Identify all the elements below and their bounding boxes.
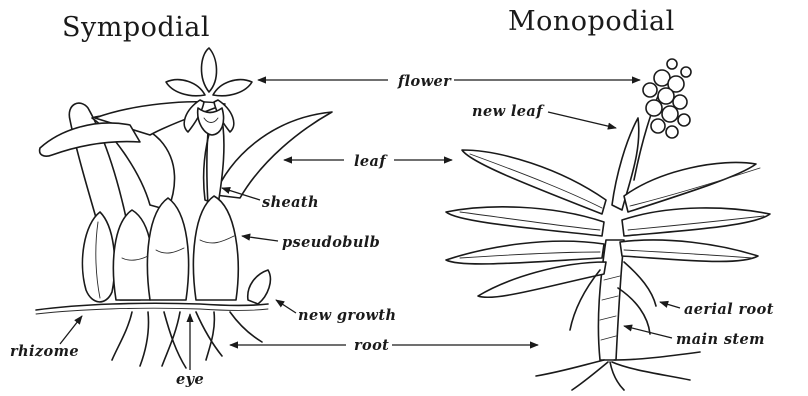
arrow-aerial-root [660,302,680,308]
monopodial-flower-cluster [643,59,691,138]
monopodial-title: Monopodial [508,6,675,37]
label-sheath: sheath [262,194,319,211]
arrow-main-stem [624,326,672,338]
monopodial-leaf-l4 [478,262,606,297]
monopodial-leaf-r1 [624,162,756,212]
monopodial-leaf-r2 [622,208,770,236]
monopodial-leaf-l2 [446,207,604,236]
sympodial-pseudobulb-4 [193,196,238,300]
label-new-growth: new growth [298,307,396,324]
label-new-leaf: new leaf [472,103,545,120]
sympodial-rhizome [36,303,268,310]
sympodial-title: Sympodial [62,12,210,43]
monopodial-leaf-l1 [462,150,606,214]
label-rhizome: rhizome [10,343,79,360]
sympodial-new-growth [248,270,271,304]
label-leaf: leaf [354,153,388,170]
arrow-rhizome [60,316,82,344]
monopodial-roots [536,352,700,390]
arrow-new-leaf [548,112,616,128]
label-main-stem: main stem [676,331,765,348]
label-pseudobulb: pseudobulb [282,234,380,251]
sympodial-roots [112,312,262,368]
label-root: root [354,337,389,354]
arrow-new-growth [276,300,296,313]
label-aerial-root: aerial root [684,301,774,318]
label-eye: eye [176,371,204,388]
label-flower: flower [397,73,452,90]
arrow-pseudobulb [242,236,278,241]
